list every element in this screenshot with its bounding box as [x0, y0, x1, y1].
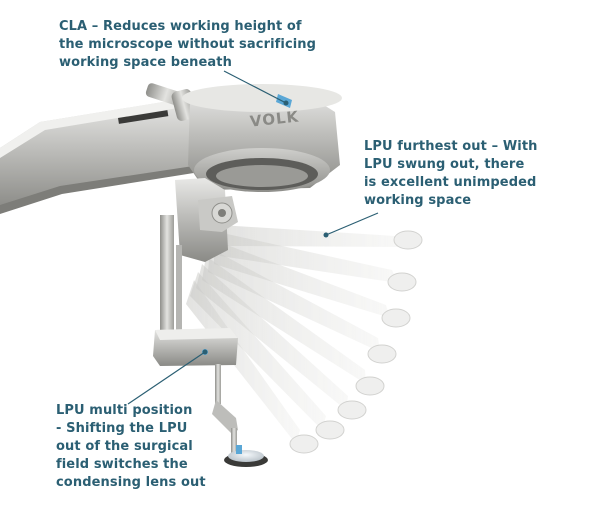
cla-callout-line: CLA – Reduces working height of — [59, 19, 302, 34]
brand-engraving: VOLK — [249, 107, 300, 130]
cla-callout: CLA – Reduces working height of the micr… — [59, 18, 316, 72]
lpu-vertical-post — [160, 215, 182, 345]
cla-callout-line: the microscope without sacrificing — [59, 37, 317, 52]
lpu-multi-callout-line: condensing lens out — [56, 475, 206, 490]
condensing-lens — [224, 445, 268, 467]
lpu-multi-callout-line: field switches the — [56, 457, 188, 472]
cla-housing: VOLK — [182, 84, 342, 192]
lpu-out-leader — [325, 212, 379, 236]
cla-leader — [223, 70, 287, 104]
lpu-rod — [212, 364, 238, 456]
lpu-multi-callout-line: out of the surgical — [56, 439, 193, 454]
lpu-out-callout-line: is excellent unimpeded — [364, 175, 537, 190]
lpu-block — [153, 328, 238, 366]
lpu-out-callout-line: LPU swung out, there — [364, 157, 525, 172]
lpu-multi-leader — [127, 351, 206, 405]
lpu-multi-callout-line: LPU multi position — [56, 403, 193, 418]
lpu-ghost-positions — [186, 225, 423, 454]
leader-lines — [127, 70, 379, 405]
microscope-arm — [0, 100, 200, 214]
lpu-multi-position-callout: LPU multi position - Shifting the LPU ou… — [56, 402, 206, 492]
lpu-pivot-bracket — [175, 178, 238, 262]
lpu-out-callout-line: working space — [364, 193, 472, 208]
lpu-out-callout-line: LPU furthest out – With — [364, 139, 538, 154]
cla-callout-line: working space beneath — [59, 55, 232, 70]
lpu-furthest-out-callout: LPU furthest out – With LPU swung out, t… — [364, 138, 538, 210]
lpu-multi-callout-line: - Shifting the LPU — [56, 421, 188, 436]
